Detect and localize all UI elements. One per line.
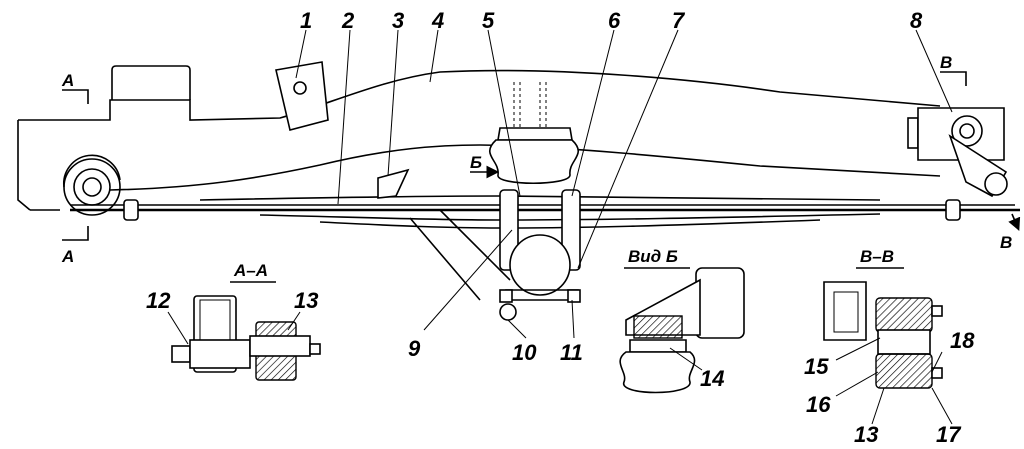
section-v-bottom: В bbox=[1000, 233, 1012, 252]
callout-5: 5 bbox=[482, 8, 495, 33]
title-section-a-a: А–А bbox=[233, 261, 268, 280]
callout-4: 4 bbox=[431, 8, 444, 33]
callout-6: 6 bbox=[608, 8, 621, 33]
callout-7: 7 bbox=[672, 8, 686, 33]
section-a-bottom: А bbox=[61, 247, 74, 266]
bump-stop-rubber bbox=[489, 82, 579, 185]
callout-13-a: 13 bbox=[294, 288, 318, 313]
callout-11: 11 bbox=[560, 340, 583, 365]
callout-16: 16 bbox=[806, 392, 831, 417]
callout-3: 3 bbox=[392, 8, 404, 33]
callout-10: 10 bbox=[512, 340, 537, 365]
section-v-top: В bbox=[940, 53, 952, 72]
callout-2: 2 bbox=[341, 8, 355, 33]
section-marks bbox=[62, 71, 1021, 241]
callout-14: 14 bbox=[700, 366, 724, 391]
callout-9: 9 bbox=[408, 336, 421, 361]
callout-8: 8 bbox=[910, 8, 923, 33]
title-section-v-v: В–В bbox=[860, 247, 894, 266]
title-view-b: Вид Б bbox=[628, 247, 678, 266]
callout-1: 1 bbox=[300, 8, 312, 33]
rebound-stop-3 bbox=[377, 168, 410, 199]
view-b-arrow-label: Б bbox=[470, 153, 482, 172]
section-a-a bbox=[167, 295, 321, 381]
leader-lines bbox=[295, 29, 953, 339]
callout-13-b: 13 bbox=[854, 422, 878, 447]
leaf-spring bbox=[70, 195, 1020, 229]
callout-12: 12 bbox=[146, 288, 171, 313]
bracket-1 bbox=[275, 61, 329, 131]
view-b bbox=[619, 267, 745, 394]
section-a-top: А bbox=[61, 71, 74, 90]
u-bolt-clamp bbox=[499, 189, 581, 303]
callout-17: 17 bbox=[936, 422, 962, 447]
callout-18: 18 bbox=[950, 328, 975, 353]
section-v-v bbox=[823, 281, 953, 425]
frame-rail bbox=[17, 65, 941, 211]
rear-shackle bbox=[907, 107, 1008, 198]
front-eye bbox=[62, 154, 121, 216]
callout-15: 15 bbox=[804, 354, 829, 379]
